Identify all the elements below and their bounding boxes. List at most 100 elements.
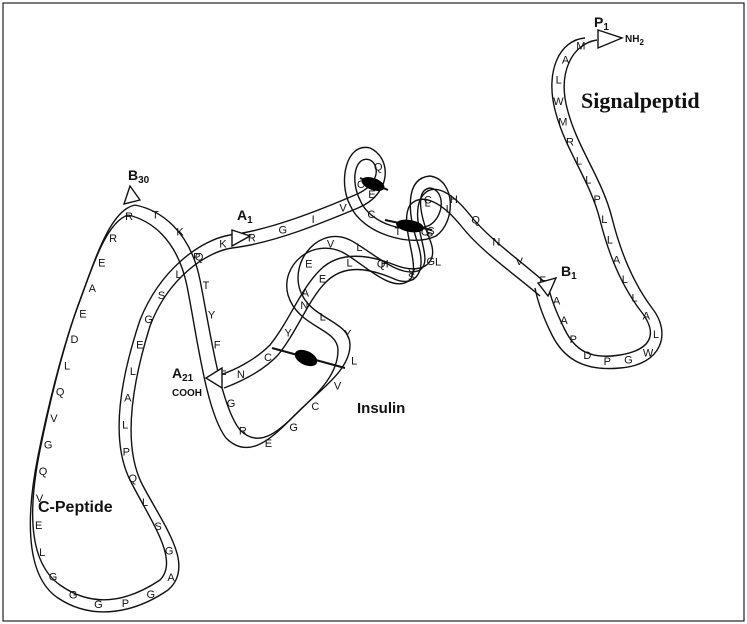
b-chain-ribbon (135, 189, 548, 438)
residue-letter: T (203, 280, 210, 292)
a21-arrow-icon (206, 368, 222, 388)
residue-letter: P (570, 334, 577, 346)
residue-letter: E (368, 189, 375, 201)
residue-letter: G (144, 314, 153, 326)
residue-letter: G (427, 256, 436, 268)
b30-arrow-icon (124, 186, 140, 204)
b30-label: B30 (128, 167, 150, 186)
residue-letter: L (39, 547, 45, 559)
residue-letter: A (643, 310, 651, 322)
residue-letter: F (214, 339, 221, 351)
residue-letter: W (553, 96, 564, 108)
c-peptide-label: C-Peptide (38, 499, 113, 516)
residue-letter: Q (377, 259, 386, 271)
residue-letter: E (79, 308, 86, 320)
cooh-label: COOH (172, 388, 202, 399)
residue-letter: A (302, 288, 310, 300)
residue-letter: G (94, 599, 103, 611)
residue-letter: V (516, 256, 524, 268)
residue-letter: V (327, 238, 335, 250)
residue-letter: K (219, 239, 227, 251)
a1-label: A1 (237, 207, 253, 226)
residue-letter: V (339, 203, 347, 215)
residue-letter: L (622, 274, 628, 286)
residue-letter: L (351, 356, 357, 368)
residue-letter: N (300, 300, 308, 312)
residue-letter: D (71, 334, 79, 346)
residue-letter: L (556, 75, 562, 87)
residue-letter: C (311, 401, 319, 413)
residue-letter: G (49, 572, 58, 584)
residue-letter: Y (285, 328, 293, 340)
residue-letter: Y (208, 310, 216, 322)
residue-letter: A (562, 55, 570, 67)
residue-letters: MALWMRLLPLLALLALWGPDPAAFVNQHLCGSHLVEALYL… (35, 41, 659, 611)
residue-letter: A (167, 572, 175, 584)
residue-letter: Y (408, 268, 416, 280)
residue-letter: L (142, 497, 148, 509)
residue-letter: M (576, 41, 585, 53)
residue-letter: I (312, 214, 315, 226)
residue-letter: T (152, 210, 159, 222)
residue-letter: G (289, 422, 298, 434)
residue-letter: L (356, 242, 362, 254)
b1-label: B1 (561, 263, 577, 282)
disulfide-bridge-blob (292, 347, 320, 370)
residue-letter: N (492, 236, 500, 248)
p1-label: P1 (594, 14, 609, 33)
signal-peptide-label: Signalpeptid (581, 88, 700, 113)
residue-letter: R (248, 232, 256, 244)
residue-letter: Q (374, 162, 383, 174)
insulin-label: Insulin (357, 400, 405, 417)
residue-letter: L (585, 175, 591, 187)
residue-letter: R (566, 137, 574, 149)
residue-letter: K (176, 227, 184, 239)
residue-letter: G (69, 590, 78, 602)
residue-letter: A (613, 254, 621, 266)
residue-letter: E (98, 258, 105, 270)
residue-letter: N (237, 369, 245, 381)
labels: Signalpeptid C-Peptide Insulin P1 NH2 B3… (38, 14, 700, 516)
residue-letter: Y (344, 328, 352, 340)
residue-letter: A (553, 295, 561, 307)
residue-letter: R (109, 233, 117, 245)
residue-letter: C (424, 194, 432, 206)
residue-letter: P (604, 356, 611, 368)
residue-letter: G (624, 355, 633, 367)
residue-letter: W (643, 347, 654, 359)
residue-letter: Q (129, 473, 138, 485)
residue-letter: E (319, 274, 326, 286)
residue-letter: R (125, 211, 133, 223)
residue-letter: A (89, 283, 97, 295)
c-peptide-ribbon-edge (30, 215, 232, 612)
residue-letter: P (123, 447, 130, 459)
p1-arrow-icon (598, 30, 622, 48)
residue-letter: G (165, 546, 174, 558)
nh2-label: NH2 (625, 34, 644, 47)
residue-letter: E (35, 520, 42, 532)
residue-letter: A (560, 315, 568, 327)
residue-letter: G (44, 440, 53, 452)
residue-letter: A (124, 392, 132, 404)
residue-letter: L (130, 366, 136, 378)
residue-letter: L (653, 329, 659, 341)
residue-letter: L (122, 419, 128, 431)
residue-letter: L (576, 156, 582, 168)
residue-letter: G (279, 224, 288, 236)
residue-letter: V (50, 413, 58, 425)
residue-letter: Q (471, 215, 480, 227)
residue-letter: M (558, 117, 567, 129)
residue-letter: L (632, 293, 638, 305)
residue-letter: S (154, 521, 161, 533)
residue-letter: I (446, 204, 449, 216)
residue-letter: V (334, 381, 342, 393)
residue-letter: P (122, 598, 129, 610)
residue-letter: G (227, 398, 236, 410)
a21-label: A21 (172, 365, 194, 384)
residue-letter: Q (195, 251, 204, 263)
a-chain-ribbon (220, 159, 441, 375)
residue-letter: E (305, 258, 312, 270)
residue-letter: S (158, 290, 165, 302)
residue-letter: C (264, 352, 272, 364)
